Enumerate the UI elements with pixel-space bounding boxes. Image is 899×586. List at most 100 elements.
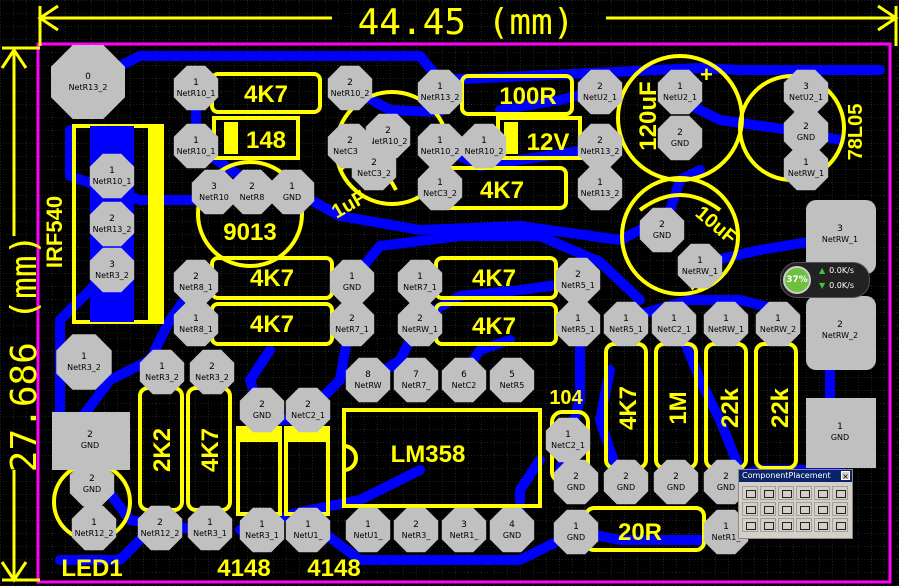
distribute-v-tool-icon[interactable]: [796, 502, 812, 516]
align-to-grid-tool-icon[interactable]: [796, 518, 812, 532]
lock-placement-tool-icon[interactable]: [832, 518, 848, 532]
network-speed-widget[interactable]: 37% ▲0.0K/s ▼0.0K/s: [780, 262, 870, 298]
align-center-h-tool-icon[interactable]: [760, 486, 776, 500]
ic-lm358[interactable]: [342, 408, 542, 508]
increase-h-space-tool-icon[interactable]: [814, 486, 830, 500]
arrange-in-room-tool-icon[interactable]: [742, 518, 758, 532]
pad-net-name: NetR8_1: [179, 283, 213, 292]
pad-net-name: GND: [343, 283, 361, 292]
arrange-outside-tool-icon[interactable]: [778, 518, 794, 532]
align-left-tool-icon[interactable]: [742, 486, 758, 500]
pad-net-name: NetR13_2: [69, 83, 108, 92]
pad-number: 1: [365, 520, 371, 530]
close-icon[interactable]: ×: [841, 471, 850, 481]
pad-number: 1: [697, 256, 703, 266]
decrease-h-space-tool-icon[interactable]: [832, 486, 848, 500]
pad-shape: [639, 207, 685, 253]
pad-net-name: NetR3_1: [245, 531, 279, 540]
move-to-grid-tool-icon[interactable]: [814, 518, 830, 532]
align-center-v-tool-icon[interactable]: [760, 502, 776, 516]
decrease-v-space-tool-icon[interactable]: [832, 502, 848, 516]
pad-number: 1: [723, 522, 729, 532]
component-placement-panel[interactable]: ComponentPlacement ×: [738, 469, 853, 539]
distribute-h-tool-icon[interactable]: [796, 486, 812, 500]
pad-shape: [553, 509, 599, 555]
pad-shape: [139, 349, 185, 395]
align-top-tool-icon[interactable]: [742, 502, 758, 516]
increase-v-space-tool-icon[interactable]: [814, 502, 830, 516]
arrange-in-rect-tool-icon[interactable]: [760, 518, 776, 532]
align-bottom-tool-icon[interactable]: [778, 502, 794, 516]
align-right-tool-icon[interactable]: [778, 486, 794, 500]
